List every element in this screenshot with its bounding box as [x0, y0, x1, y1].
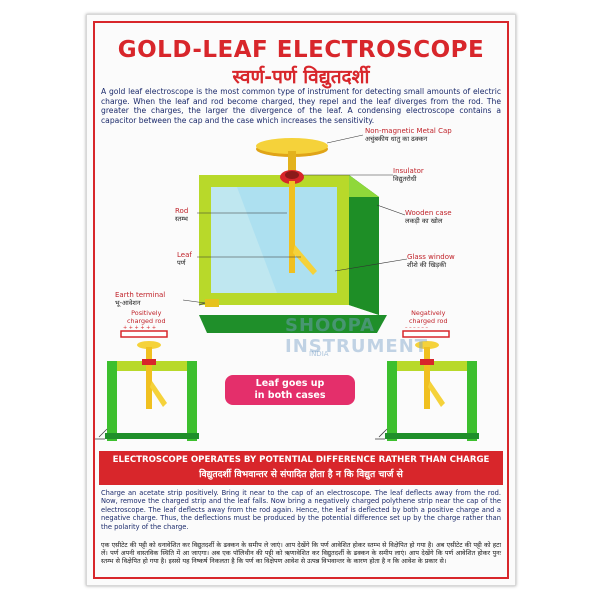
main-electroscope — [198, 138, 387, 333]
leaf-goes-up-callout: Leaf goes up in both cases — [225, 375, 355, 405]
body-english: Charge an acetate strip positively. Brin… — [101, 489, 501, 531]
banner-english: ELECTROSCOPE OPERATES BY POTENTIAL DIFFE… — [112, 455, 490, 465]
leader-lines — [182, 134, 408, 304]
left-small-electroscope: + + + + + + — [95, 325, 199, 441]
intro-paragraph: A gold leaf electroscope is the most com… — [101, 87, 501, 125]
electroscope-diagram: + + + + + + – – – – – – — [95, 134, 479, 441]
watermark-country: INDIA — [309, 350, 329, 358]
title-english: GOLD-LEAF ELECTROSCOPE — [117, 37, 485, 63]
watermark-brand: SHOOPA INSTRUMENT — [285, 315, 429, 357]
electroscope-chart: GOLD-LEAF ELECTROSCOPE स्वर्ण-पर्ण विद्य… — [86, 14, 516, 586]
banner-hindi: विद्युतदर्शी विभवान्तर से संपादित होता ह… — [199, 469, 403, 480]
principle-banner: ELECTROSCOPE OPERATES BY POTENTIAL DIFFE… — [99, 451, 503, 485]
chart-border — [93, 21, 509, 579]
title-hindi: स्वर्ण-पर्ण विद्युतदर्शी — [232, 66, 370, 88]
svg-text:+ + + + + +: + + + + + + — [123, 325, 156, 331]
right-small-electroscope: – – – – – – — [375, 325, 479, 441]
body-hindi: एक एसीटेट की पट्टी को धनावेशित कर विद्यु… — [101, 541, 501, 566]
label-negative-rod: Negatively charged rod — [409, 309, 448, 325]
svg-text:– – – – – –: – – – – – – — [405, 325, 428, 331]
label-positive-rod: Positively charged rod — [127, 309, 166, 325]
